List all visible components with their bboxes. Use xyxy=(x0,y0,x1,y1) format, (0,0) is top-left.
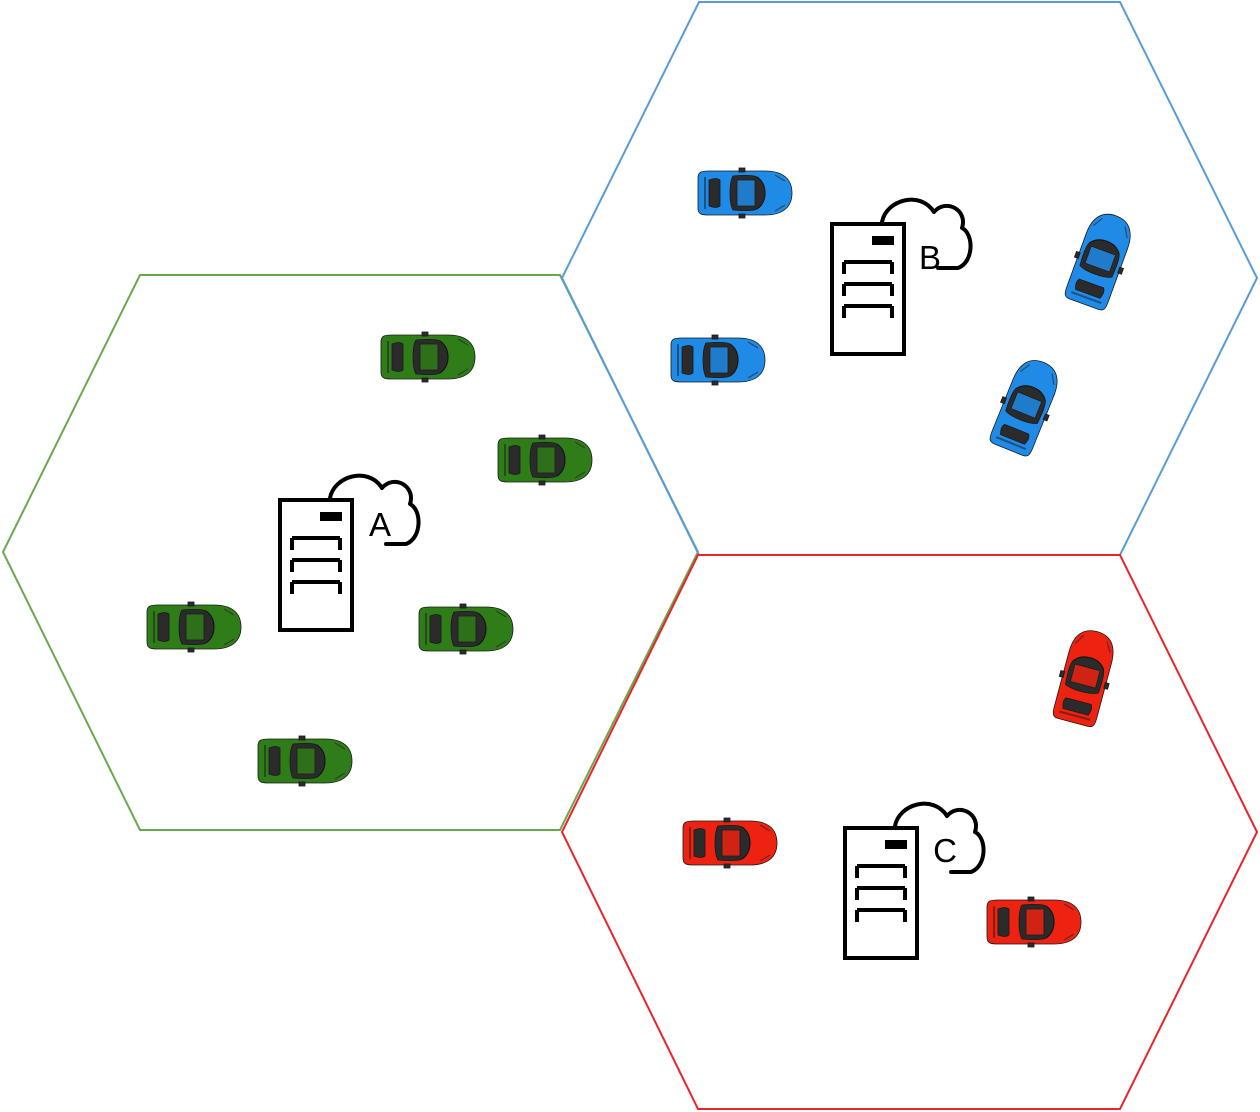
car-icon xyxy=(697,167,793,219)
car-icon xyxy=(670,334,766,386)
server-cloud-icon xyxy=(278,473,421,632)
car-icon xyxy=(497,434,593,486)
cell-b-hexagon xyxy=(560,0,1259,556)
car-icon xyxy=(418,603,514,655)
car-icon xyxy=(1059,206,1141,314)
server-cloud-icon xyxy=(830,197,973,356)
car-icon xyxy=(682,817,778,869)
cell-a-label: A xyxy=(369,506,391,543)
car-icon xyxy=(984,352,1068,460)
car-icon xyxy=(146,601,242,653)
cell-c-group: C xyxy=(682,624,1123,960)
cell-a-group: A xyxy=(146,331,593,787)
car-icon xyxy=(257,735,353,787)
car-icon xyxy=(1047,624,1123,730)
cell-a-hexagon xyxy=(1,274,700,831)
cell-b-label: B xyxy=(919,239,941,276)
cell-c-label: C xyxy=(933,832,957,869)
cell-b-group: B xyxy=(670,167,1141,460)
cell-c-hexagon xyxy=(560,554,1259,1110)
car-icon xyxy=(380,331,476,383)
car-icon xyxy=(986,896,1082,948)
server-cloud-icon xyxy=(843,801,986,960)
